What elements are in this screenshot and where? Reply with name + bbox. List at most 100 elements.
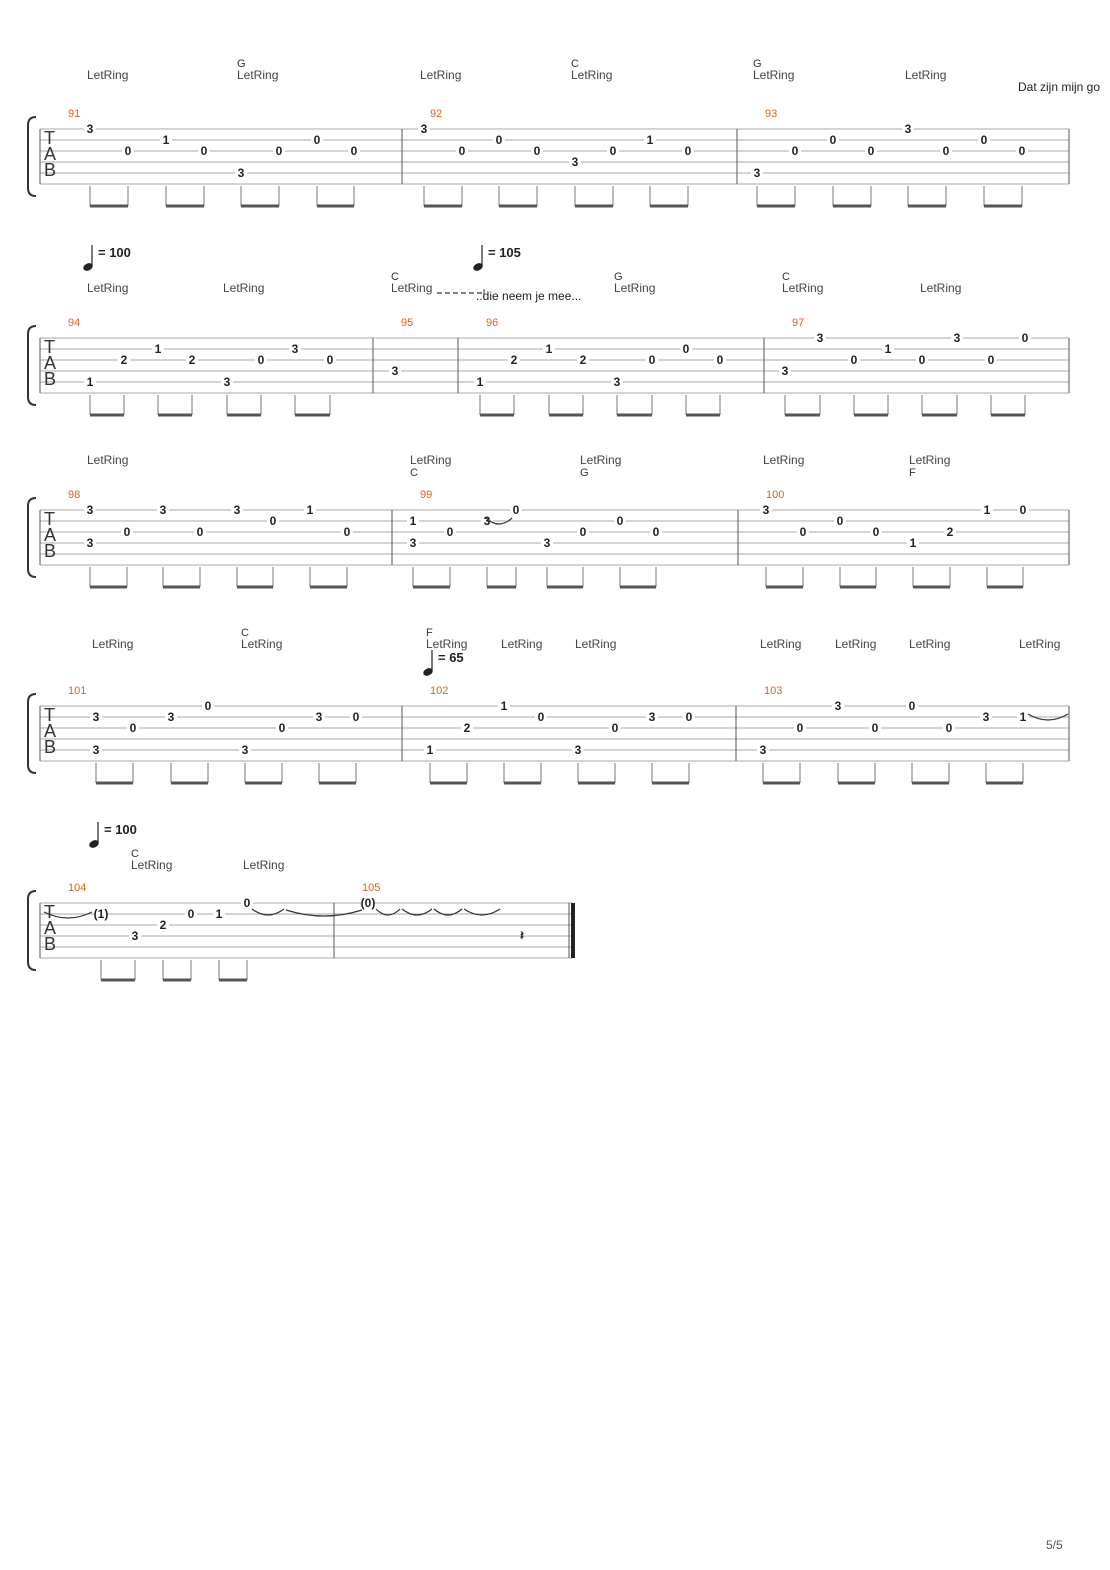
fret-number: 0 xyxy=(653,525,660,539)
let-ring-label: LetRing xyxy=(782,281,823,295)
quarter-note-icon xyxy=(423,668,433,676)
fret-number: 0 xyxy=(610,144,617,158)
page-number: 5/5 xyxy=(1046,1538,1063,1552)
fret-number: (1) xyxy=(94,907,109,921)
note-bg xyxy=(304,504,316,516)
let-ring-label: LetRing xyxy=(410,453,451,467)
note-bg xyxy=(461,722,473,734)
note-bg xyxy=(572,744,584,756)
fret-number: 0 xyxy=(258,353,265,367)
note-bg xyxy=(943,722,955,734)
fret-number: 0 xyxy=(612,721,619,735)
note-bg xyxy=(407,537,419,549)
note-bg xyxy=(418,123,430,135)
fret-number: 0 xyxy=(534,144,541,158)
let-ring-label: LetRing xyxy=(241,637,282,651)
tab-clef-letter: B xyxy=(44,369,56,389)
note-bg xyxy=(255,354,267,366)
fret-number: 1 xyxy=(163,133,170,147)
fret-number: 0 xyxy=(1022,331,1029,345)
note-bg xyxy=(902,123,914,135)
let-ring-label: LetRing xyxy=(571,68,612,82)
fret-number: 2 xyxy=(160,918,167,932)
note-bg xyxy=(832,700,844,712)
note-bg xyxy=(481,515,493,527)
note-bg xyxy=(865,145,877,157)
fret-number: 0 xyxy=(124,525,131,539)
fret-number: 0 xyxy=(830,133,837,147)
let-ring-label: LetRing xyxy=(501,637,542,651)
fret-number: 2 xyxy=(464,721,471,735)
note-bg xyxy=(157,504,169,516)
fret-number: 1 xyxy=(427,743,434,757)
fret-number: 0 xyxy=(353,710,360,724)
note-bg xyxy=(1017,504,1029,516)
note-bg xyxy=(577,354,589,366)
chord-name: C xyxy=(410,467,418,479)
lyric-text: ..die neem je mee... xyxy=(476,289,581,303)
fret-number: 0 xyxy=(851,353,858,367)
note-bg xyxy=(916,354,928,366)
quarter-note-icon xyxy=(83,263,93,271)
fret-number: 0 xyxy=(201,144,208,158)
fret-number: 3 xyxy=(782,364,789,378)
tab-clef-letter: T xyxy=(44,337,55,357)
fret-number: 3 xyxy=(160,503,167,517)
fret-number: 0 xyxy=(125,144,132,158)
measure-number: 101 xyxy=(68,685,86,697)
chord-name: F xyxy=(909,467,916,479)
quarter-note-icon xyxy=(473,263,483,271)
note-bg xyxy=(848,354,860,366)
fret-number: 0 xyxy=(188,907,195,921)
system-bracket xyxy=(27,497,37,578)
tab-clef-letter: A xyxy=(44,525,56,545)
measure-number: 96 xyxy=(486,317,498,329)
fret-number: 1 xyxy=(155,342,162,356)
fret-number: 0 xyxy=(538,710,545,724)
note-bg xyxy=(84,376,96,388)
note-bg xyxy=(981,504,993,516)
let-ring-label: LetRing xyxy=(87,68,128,82)
measure-number: 91 xyxy=(68,108,80,120)
measure-number: 95 xyxy=(401,317,413,329)
note-bg xyxy=(794,722,806,734)
measure-number: 102 xyxy=(430,685,448,697)
fret-number: 0 xyxy=(205,699,212,713)
note-bg xyxy=(407,515,419,527)
fret-number: 3 xyxy=(649,710,656,724)
note-bg xyxy=(951,332,963,344)
note-bg xyxy=(273,145,285,157)
let-ring-label: LetRing xyxy=(223,281,264,295)
fret-number: 1 xyxy=(87,375,94,389)
note-bg xyxy=(541,537,553,549)
fret-number: 2 xyxy=(511,353,518,367)
note-bg xyxy=(493,134,505,146)
note-bg xyxy=(498,700,510,712)
let-ring-label: LetRing xyxy=(243,858,284,872)
tie-arc xyxy=(375,908,401,916)
note-bg xyxy=(569,156,581,168)
note-bg xyxy=(644,134,656,146)
fret-number: 3 xyxy=(234,503,241,517)
chord-name: G xyxy=(580,467,589,479)
note-bg xyxy=(324,354,336,366)
let-ring-label: LetRing xyxy=(909,637,950,651)
note-bg xyxy=(508,354,520,366)
note-bg xyxy=(980,711,992,723)
fret-number: 0 xyxy=(351,144,358,158)
note-bg xyxy=(90,744,102,756)
fret-number: 3 xyxy=(572,155,579,169)
let-ring-label: LetRing xyxy=(920,281,961,295)
note-bg xyxy=(646,354,658,366)
let-ring-label: LetRing xyxy=(580,453,621,467)
tempo-marking: = 105 xyxy=(488,245,521,260)
fret-number: 1 xyxy=(910,536,917,550)
let-ring-label: LetRing xyxy=(391,281,432,295)
note-bg xyxy=(121,526,133,538)
fret-number: 0 xyxy=(683,342,690,356)
tie-arc xyxy=(43,911,93,919)
tab-clef-letter: T xyxy=(44,902,55,922)
note-bg xyxy=(474,376,486,388)
tie-arc xyxy=(285,909,363,917)
let-ring-label: LetRing xyxy=(420,68,461,82)
